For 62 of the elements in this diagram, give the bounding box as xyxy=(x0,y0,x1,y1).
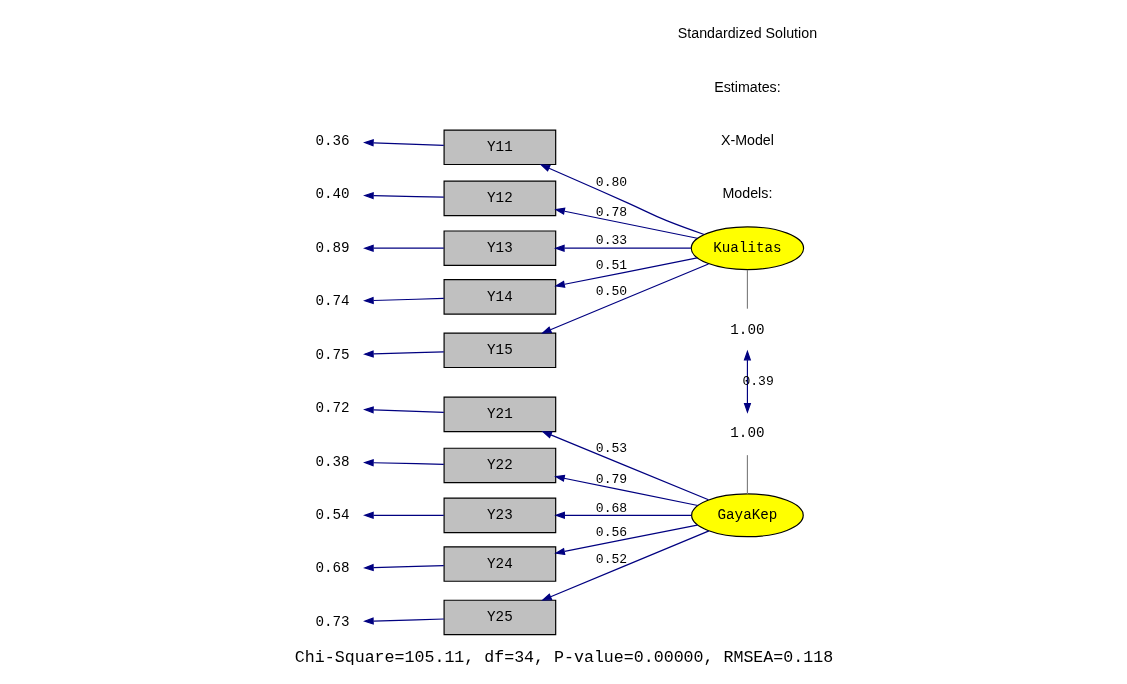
arrow xyxy=(553,474,698,507)
node-ellipse: GayaKep xyxy=(690,493,804,538)
edge-label: 0.52 xyxy=(595,551,627,567)
arrow xyxy=(362,406,444,414)
arrow xyxy=(539,164,705,236)
node-text: 1.00 xyxy=(729,425,765,442)
arrow xyxy=(362,617,444,625)
caption: Chi-Square=105.11, df=34, P-value=0.00000, RMSEA=0.118 xyxy=(294,647,833,667)
arrow xyxy=(553,511,692,520)
arrow xyxy=(540,431,709,501)
edge-label: 0.33 xyxy=(595,233,627,249)
node-text: 0.74 xyxy=(314,293,350,310)
node-box: Y12 xyxy=(443,180,556,217)
node-box: Y25 xyxy=(443,599,556,636)
connector xyxy=(746,454,748,495)
edge-label: 0.78 xyxy=(595,204,627,220)
node-box: Y23 xyxy=(443,497,556,534)
node-text: 1.00 xyxy=(729,321,765,338)
node-box: Y22 xyxy=(443,447,556,484)
node-text: 0.89 xyxy=(314,239,350,256)
node-text: 0.75 xyxy=(314,346,350,363)
node-box: Y13 xyxy=(443,230,556,266)
edge-label: 0.51 xyxy=(595,258,627,274)
node-box: Y24 xyxy=(443,546,556,582)
arrow xyxy=(553,257,698,288)
edge-label: 0.68 xyxy=(595,500,627,516)
node-box: Y11 xyxy=(443,129,556,166)
node-text: 0.36 xyxy=(314,133,350,150)
node-text: 0.40 xyxy=(314,186,350,203)
arrow xyxy=(362,511,444,520)
node-text: 0.38 xyxy=(314,453,350,470)
arrow xyxy=(553,524,698,556)
arrow xyxy=(540,530,710,601)
connector xyxy=(746,269,748,310)
arrow xyxy=(553,207,698,239)
node-text: 0.54 xyxy=(314,507,350,524)
node-text: 0.68 xyxy=(314,560,350,577)
node-text: 0.72 xyxy=(314,400,350,417)
edge-label: 0.53 xyxy=(595,441,627,457)
arrow xyxy=(743,349,751,414)
node-box: Y15 xyxy=(443,332,556,369)
node-box: Y21 xyxy=(443,396,556,433)
label: X-Model xyxy=(720,132,774,149)
arrow xyxy=(553,244,691,252)
node-text: 0.73 xyxy=(314,613,350,630)
label: Standardized Solution xyxy=(677,25,817,42)
arrow xyxy=(362,563,444,572)
edge-label: 0.56 xyxy=(595,525,627,541)
edge-label: 0.79 xyxy=(595,472,627,488)
label: Estimates: xyxy=(713,78,781,95)
arrow xyxy=(362,191,444,200)
arrow xyxy=(540,263,709,334)
label: Models: xyxy=(722,185,772,202)
arrow xyxy=(362,350,444,358)
edge-label: 0.80 xyxy=(595,175,627,191)
node-ellipse: Kualitas xyxy=(690,226,804,271)
arrow xyxy=(362,244,444,252)
arrow xyxy=(362,139,444,147)
node-box: Y14 xyxy=(443,279,556,315)
edge-label: 0.50 xyxy=(595,284,627,300)
arrow xyxy=(362,459,444,467)
arrow xyxy=(362,296,444,305)
